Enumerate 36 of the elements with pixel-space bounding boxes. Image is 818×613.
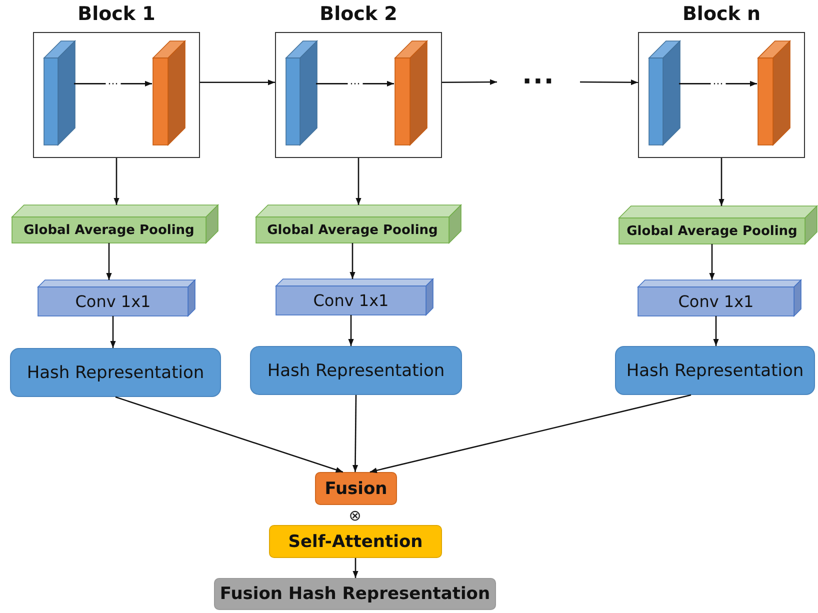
arrow	[114, 158, 120, 205]
arrow	[370, 394, 692, 474]
arrow	[74, 80, 152, 86]
process-box: Hash Representation	[615, 346, 815, 395]
process-box: Self-Attention	[269, 525, 442, 558]
process-box: Fusion	[315, 472, 397, 505]
layer-label: Conv 1x1	[75, 292, 151, 311]
layer-label: Global Average Pooling	[24, 222, 194, 238]
arrow	[106, 243, 112, 280]
arrow	[200, 80, 275, 86]
arrow	[110, 316, 116, 348]
layer-label: Conv 1x1	[678, 292, 754, 311]
arrow	[316, 80, 394, 86]
arrow	[352, 558, 358, 578]
arrow	[718, 158, 724, 206]
arrow	[352, 395, 358, 472]
arrow	[580, 80, 638, 86]
block-title: Block 1	[76, 3, 156, 25]
multiply-symbol: ⊗	[348, 508, 362, 524]
arrow	[709, 244, 715, 280]
process-box: Hash Representation	[250, 346, 462, 395]
arrow	[350, 243, 356, 279]
ellipsis-text: ···	[522, 69, 555, 95]
process-box: Fusion Hash Representation	[214, 578, 496, 610]
arrow	[356, 158, 362, 205]
layer-label: Conv 1x1	[313, 291, 389, 310]
arrow	[679, 80, 757, 86]
block-title: Block n	[681, 3, 762, 25]
arrow	[348, 315, 354, 346]
arrow	[115, 396, 344, 473]
layer-label: Global Average Pooling	[267, 222, 438, 238]
process-box: Hash Representation	[10, 348, 221, 397]
layer-label: Global Average Pooling	[626, 224, 798, 238]
arrow	[442, 79, 497, 85]
block-title: Block 2	[318, 3, 398, 25]
arrow	[713, 316, 719, 346]
